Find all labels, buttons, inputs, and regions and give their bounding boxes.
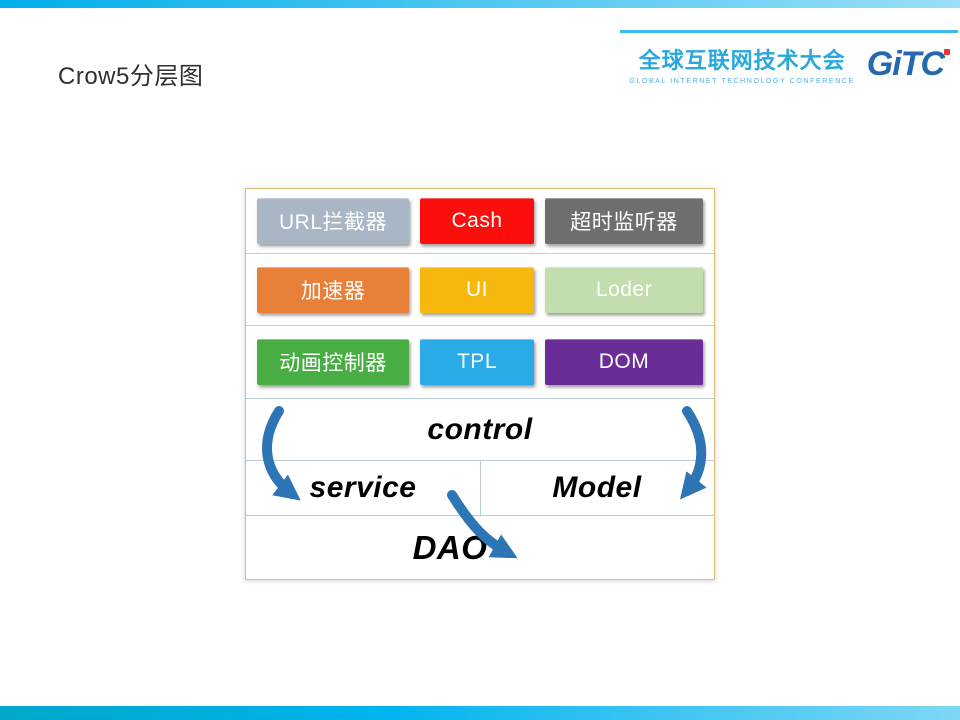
service-model-divider — [480, 461, 481, 515]
page-title: Crow5分层图 — [58, 63, 204, 90]
layer-service-model: service Model — [246, 460, 714, 515]
model-label: Model — [552, 471, 642, 504]
layer-dao: DAO — [246, 515, 714, 579]
block-loder: Loder — [545, 266, 703, 313]
layer-control: control — [246, 398, 714, 460]
block-url-interceptor: URL拦截器 — [257, 198, 409, 244]
top-accent-bar — [0, 0, 960, 8]
block-dom: DOM — [545, 339, 703, 385]
service-label: service — [309, 471, 417, 504]
service-cell: service — [246, 461, 480, 515]
block-timeout-listener: 超时监听器 — [545, 198, 703, 244]
dao-label: DAO — [412, 528, 488, 566]
conference-name-cn: 全球互联网技术大会 — [638, 47, 846, 73]
conference-header: 全球互联网技术大会 GLOBAL INTERNET TECHNOLOGY CON… — [620, 30, 958, 94]
diagram-row-3: 动画控制器 TPL DOM — [246, 325, 714, 398]
bottom-accent-bar — [0, 706, 960, 720]
diagram-row-2: 加速器 UI Loder — [246, 253, 714, 325]
control-label: control — [427, 412, 533, 446]
block-tpl: TPL — [420, 339, 534, 385]
model-cell: Model — [480, 461, 714, 515]
block-accelerator: 加速器 — [257, 266, 409, 313]
layer-diagram: URL拦截器 Cash 超时监听器 加速器 UI Loder 动画控制器 TPL… — [245, 188, 715, 580]
conference-name-en: GLOBAL INTERNET TECHNOLOGY CONFERENCE — [629, 77, 855, 85]
gitc-logo: GiTC — [867, 47, 951, 81]
block-cash: Cash — [420, 198, 534, 244]
diagram-row-1: URL拦截器 Cash 超时监听器 — [246, 189, 714, 253]
block-ui: UI — [420, 266, 534, 313]
block-animation-controller: 动画控制器 — [257, 339, 409, 385]
conference-title-block: 全球互联网技术大会 GLOBAL INTERNET TECHNOLOGY CON… — [629, 43, 854, 85]
